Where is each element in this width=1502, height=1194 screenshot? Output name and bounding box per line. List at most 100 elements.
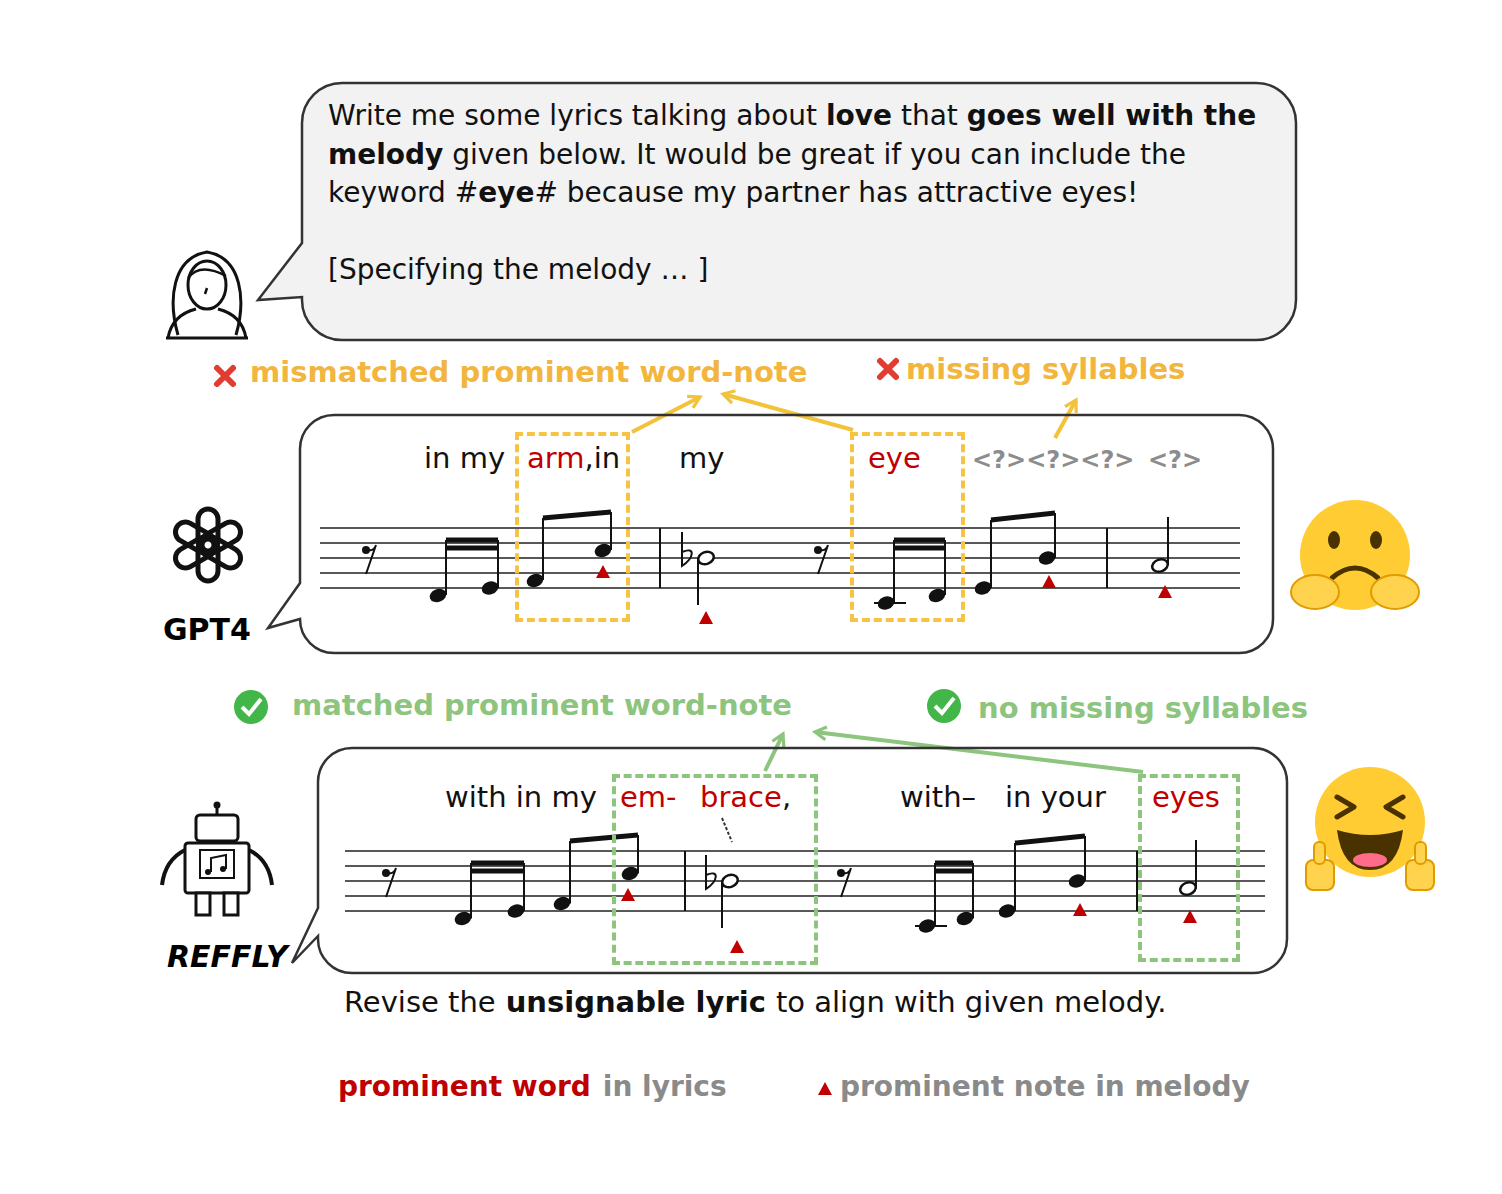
note-head [876,594,896,612]
instruction-text: Revise the [344,985,496,1019]
rest-symbol [362,546,370,554]
half-note-head [1150,557,1169,574]
lyric-word: brace [700,780,782,814]
prompt-text: [Specifying the melody … ] [328,251,1276,290]
emoji-eye [1370,531,1382,549]
cross-icon [880,361,896,377]
emoji-hand [1291,575,1339,609]
highlight-box: arm,in [515,432,630,622]
lyric-word: in your [1005,780,1106,814]
prominent-note-marker [1042,575,1056,588]
legend-text: prominent note in melody [840,1070,1250,1104]
legend-text: prominent word [338,1070,591,1104]
prompt-text: that [901,99,958,132]
emoji-eye [1328,531,1340,549]
lyric-word: arm [527,441,584,475]
lyric-word: <?> [1148,443,1202,477]
note-head [506,902,526,920]
note-head [1037,549,1057,567]
cross-icon [217,368,233,384]
callout-arrow [1055,400,1076,438]
callout-arrow [765,734,783,771]
check-icon [234,690,268,724]
note-head [593,541,613,559]
speaker-label: GPT4 [163,613,251,647]
music-symbol [205,869,211,875]
speech-bubble: Write me some lyrics talking about loveth… [302,83,1296,340]
music-symbol [211,855,226,872]
emoji-mouth [1332,568,1378,578]
note-head [927,586,947,604]
prominent-note-marker [1183,910,1197,923]
prominent-note-marker [699,611,713,624]
rest-symbol [814,546,822,554]
note-head [955,909,975,927]
rest-symbol [818,545,828,574]
robot-screen [200,850,234,878]
lyric-word: , [782,780,791,814]
lyric-word: my [679,441,724,475]
gpt-logo [172,509,244,581]
response-bubble: with in mywith–in yourem-brace,eyes [318,748,1287,973]
prominent-note-marker [730,940,744,953]
flat-sign [682,532,692,566]
speaker-label: REFFLY [167,940,288,974]
lyric-word: ,in [584,441,620,475]
prompt-text: eye [478,176,534,209]
annotation-label: mismatched prominent word-note [250,355,807,389]
callout-arrow [815,732,1143,772]
note-head [1067,872,1087,890]
syllable-tick [722,818,732,842]
bubble-outline [292,748,1287,973]
half-note-head [720,873,739,890]
rest-symbol [841,868,851,897]
robot-head [196,815,238,841]
robot-antenna [214,802,221,809]
annotation-label: matched prominent word-note [292,688,792,722]
legend-triangle [818,1082,832,1095]
emoji-hand [1371,575,1419,609]
emoji-tongue [1353,853,1387,867]
emoji-thumb [1415,842,1426,864]
note-head [620,864,640,882]
note-head [453,909,473,927]
prominent-note-marker [1158,585,1172,598]
rest-symbol [837,869,845,877]
emoji-thumb [1314,842,1325,864]
note-head [480,579,500,597]
robot-leg [196,893,210,915]
prominent-note-marker [1073,903,1087,916]
note-head [997,902,1017,920]
note-head [552,894,572,912]
half-note-head [1178,880,1197,897]
prompt-text: # because my partner has attractive eyes… [534,176,1138,209]
note-head [525,571,545,589]
check-icon [927,689,961,723]
half-note-head [696,550,715,567]
rest-symbol [382,869,390,877]
prominent-note-marker [596,565,610,578]
annotation-label: no missing syllables [978,691,1308,725]
lyric-word: <?><?><?> [972,443,1134,477]
prominent-note-marker [621,888,635,901]
lyric-word: eyes [1152,780,1220,814]
bubble-outline [258,83,1296,340]
music-symbol [220,866,226,872]
lyric-word: in my [424,441,505,475]
note-head [428,586,448,604]
bubble-outline [268,415,1273,653]
check-icon [242,699,261,714]
prompt-text: love [826,99,892,132]
robot-leg [224,893,238,915]
response-bubble: in mymy<?><?><?><?>arm,ineye [300,415,1273,653]
instruction-text: to align with given melody. [776,985,1167,1019]
prompt-text: Write me some lyrics talking about [328,99,817,132]
lyric-word: with– [900,780,976,814]
annotation-label: missing syllables [906,352,1185,386]
user-features [188,269,226,294]
lyric-word: em- [620,780,677,814]
legend-text: in lyrics [603,1070,727,1104]
emoji-mouth [1337,830,1403,870]
staff-line [320,528,1240,588]
highlight-box: eyes [1138,774,1240,962]
